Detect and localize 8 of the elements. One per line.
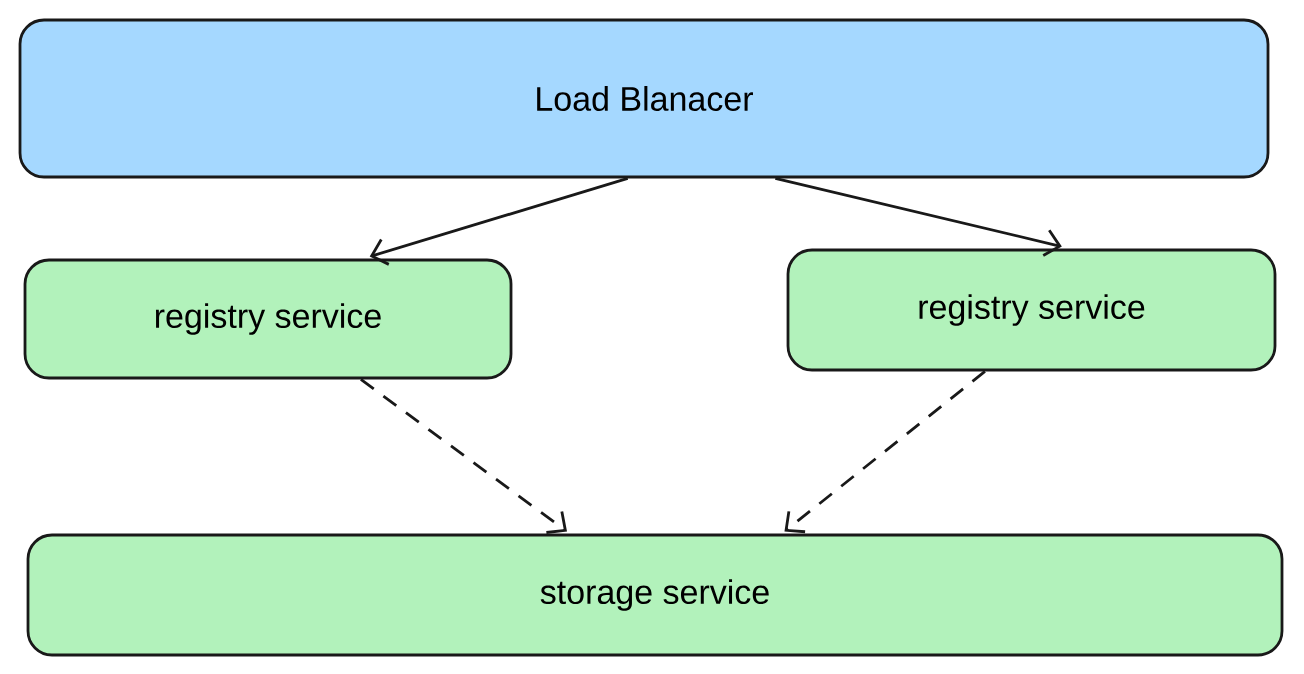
arrow: [784, 370, 986, 534]
arrow: [775, 177, 1062, 257]
load-balancer-box: Load Blanacer: [18, 18, 1270, 179]
service-box: storage service: [26, 533, 1284, 657]
service-box: registry service: [786, 248, 1277, 372]
arrow: [360, 378, 568, 534]
arrow: [369, 177, 629, 266]
service-box: registry service: [23, 258, 513, 380]
